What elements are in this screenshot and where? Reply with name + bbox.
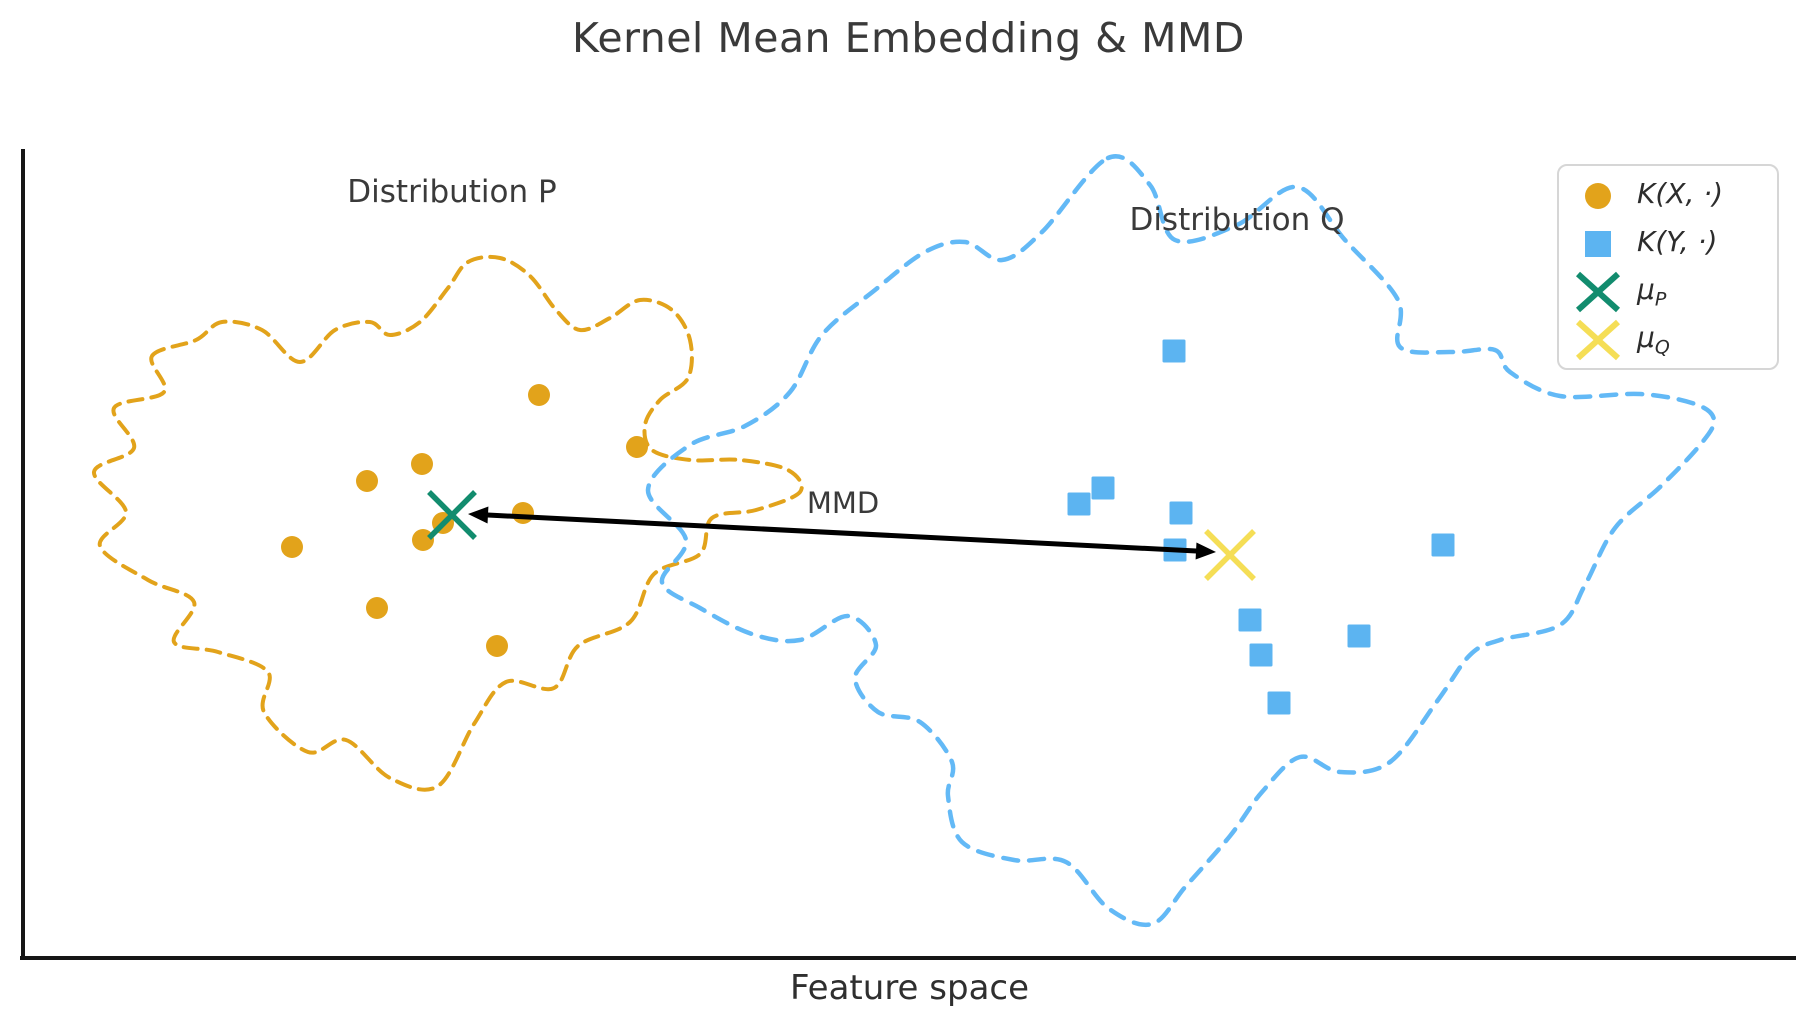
orange-dot-icon [1573,178,1623,214]
distribution-p-label: Distribution P [347,174,557,210]
x-axis-label: Feature space [789,968,1030,1008]
legend-label-ky: K(Y, ·) [1637,225,1718,259]
kx-point [411,453,433,475]
kx-point [366,597,388,619]
kx-point [486,635,508,657]
mmd-arrow [477,512,1207,554]
distribution-p-outline [92,254,804,792]
legend-item-mu-p: μP [1573,268,1777,316]
ky-point [1169,501,1193,525]
kx-point [412,529,434,551]
legend-label-mu-q: μQ [1637,321,1670,359]
mu-p-marker [427,490,477,540]
ky-point [1249,643,1273,667]
legend: K(X, ·) K(Y, ·) μP μQ [1557,164,1779,370]
distribution-q-label: Distribution Q [1129,202,1345,238]
legend-label-kx: K(X, ·) [1637,177,1724,211]
green-x-icon [1573,271,1623,313]
mmd-arrowhead [468,506,489,524]
ky-point [1091,476,1115,500]
ky-point [1431,533,1455,557]
mmd-label: MMD [806,486,880,520]
mu-q-marker [1204,529,1256,581]
kx-point [356,470,378,492]
legend-item-kx: K(X, ·) [1573,172,1777,220]
legend-label-mu-p: μP [1637,273,1667,311]
ky-point [1067,492,1091,516]
kx-point [626,436,648,458]
blue-square-icon [1573,226,1623,262]
legend-item-ky: K(Y, ·) [1573,220,1777,268]
ky-point [1347,624,1371,648]
ky-point [1238,608,1262,632]
kx-point [528,384,550,406]
ky-point [1267,691,1291,715]
ky-point [1162,339,1186,363]
mmd-arrowhead [1195,542,1216,560]
kx-point [512,502,534,524]
legend-item-mu-q: μQ [1573,316,1777,364]
chart-title: Kernel Mean Embedding & MMD [572,14,1245,62]
distribution-q-outline [645,154,1717,928]
kx-point [281,536,303,558]
yellow-x-icon [1573,319,1623,361]
